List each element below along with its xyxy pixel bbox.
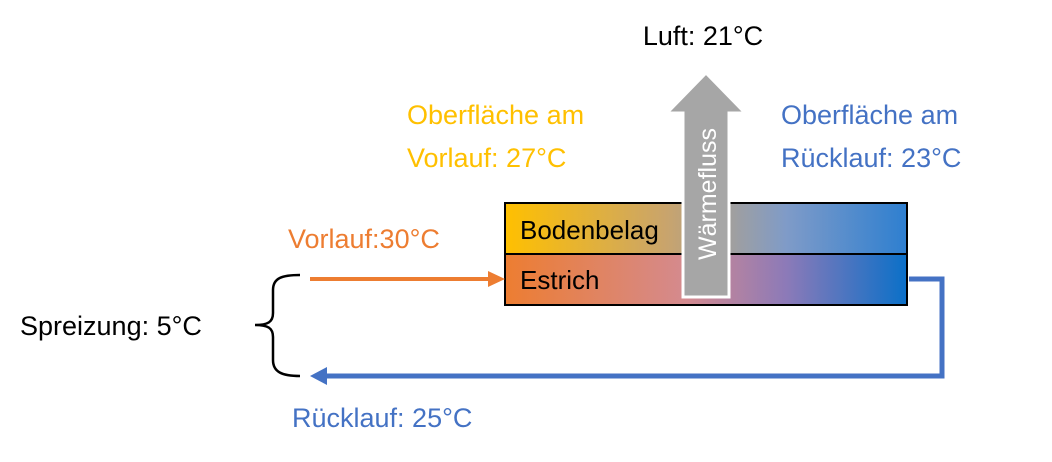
air-temperature-label: Luft: 21°C xyxy=(643,21,763,51)
surface-supply-line-2: Vorlauf: 27°C xyxy=(407,143,566,173)
surface-supply-label: Oberfläche am Vorlauf: 27°C xyxy=(407,100,584,173)
heat-flow-arrow: Wärmefluss xyxy=(663,70,749,299)
return-arrow xyxy=(310,276,945,385)
supply-arrow xyxy=(310,271,505,287)
spread-brace xyxy=(254,273,301,378)
screed-label: Estrich xyxy=(520,265,599,295)
spread-label: Spreizung: 5°C xyxy=(20,311,202,341)
surface-return-line-2: Rücklauf: 23°C xyxy=(781,143,961,173)
supply-arrow-head-icon xyxy=(488,271,505,287)
surface-supply-line-1: Oberfläche am xyxy=(407,100,584,130)
return-label: Rücklauf: 25°C xyxy=(292,403,472,433)
floor-covering-label: Bodenbelag xyxy=(520,215,659,245)
return-arrow-head-icon xyxy=(310,367,327,385)
surface-return-line-1: Oberfläche am xyxy=(781,100,958,130)
return-arrow-line xyxy=(325,276,945,379)
curly-brace-icon xyxy=(254,273,301,378)
heat-flow-arrow-shape xyxy=(663,70,749,299)
supply-label: Vorlauf:30°C xyxy=(288,224,440,254)
heat-flow-label: Wärmefluss xyxy=(694,128,722,260)
surface-return-label: Oberfläche am Rücklauf: 23°C xyxy=(781,100,961,173)
